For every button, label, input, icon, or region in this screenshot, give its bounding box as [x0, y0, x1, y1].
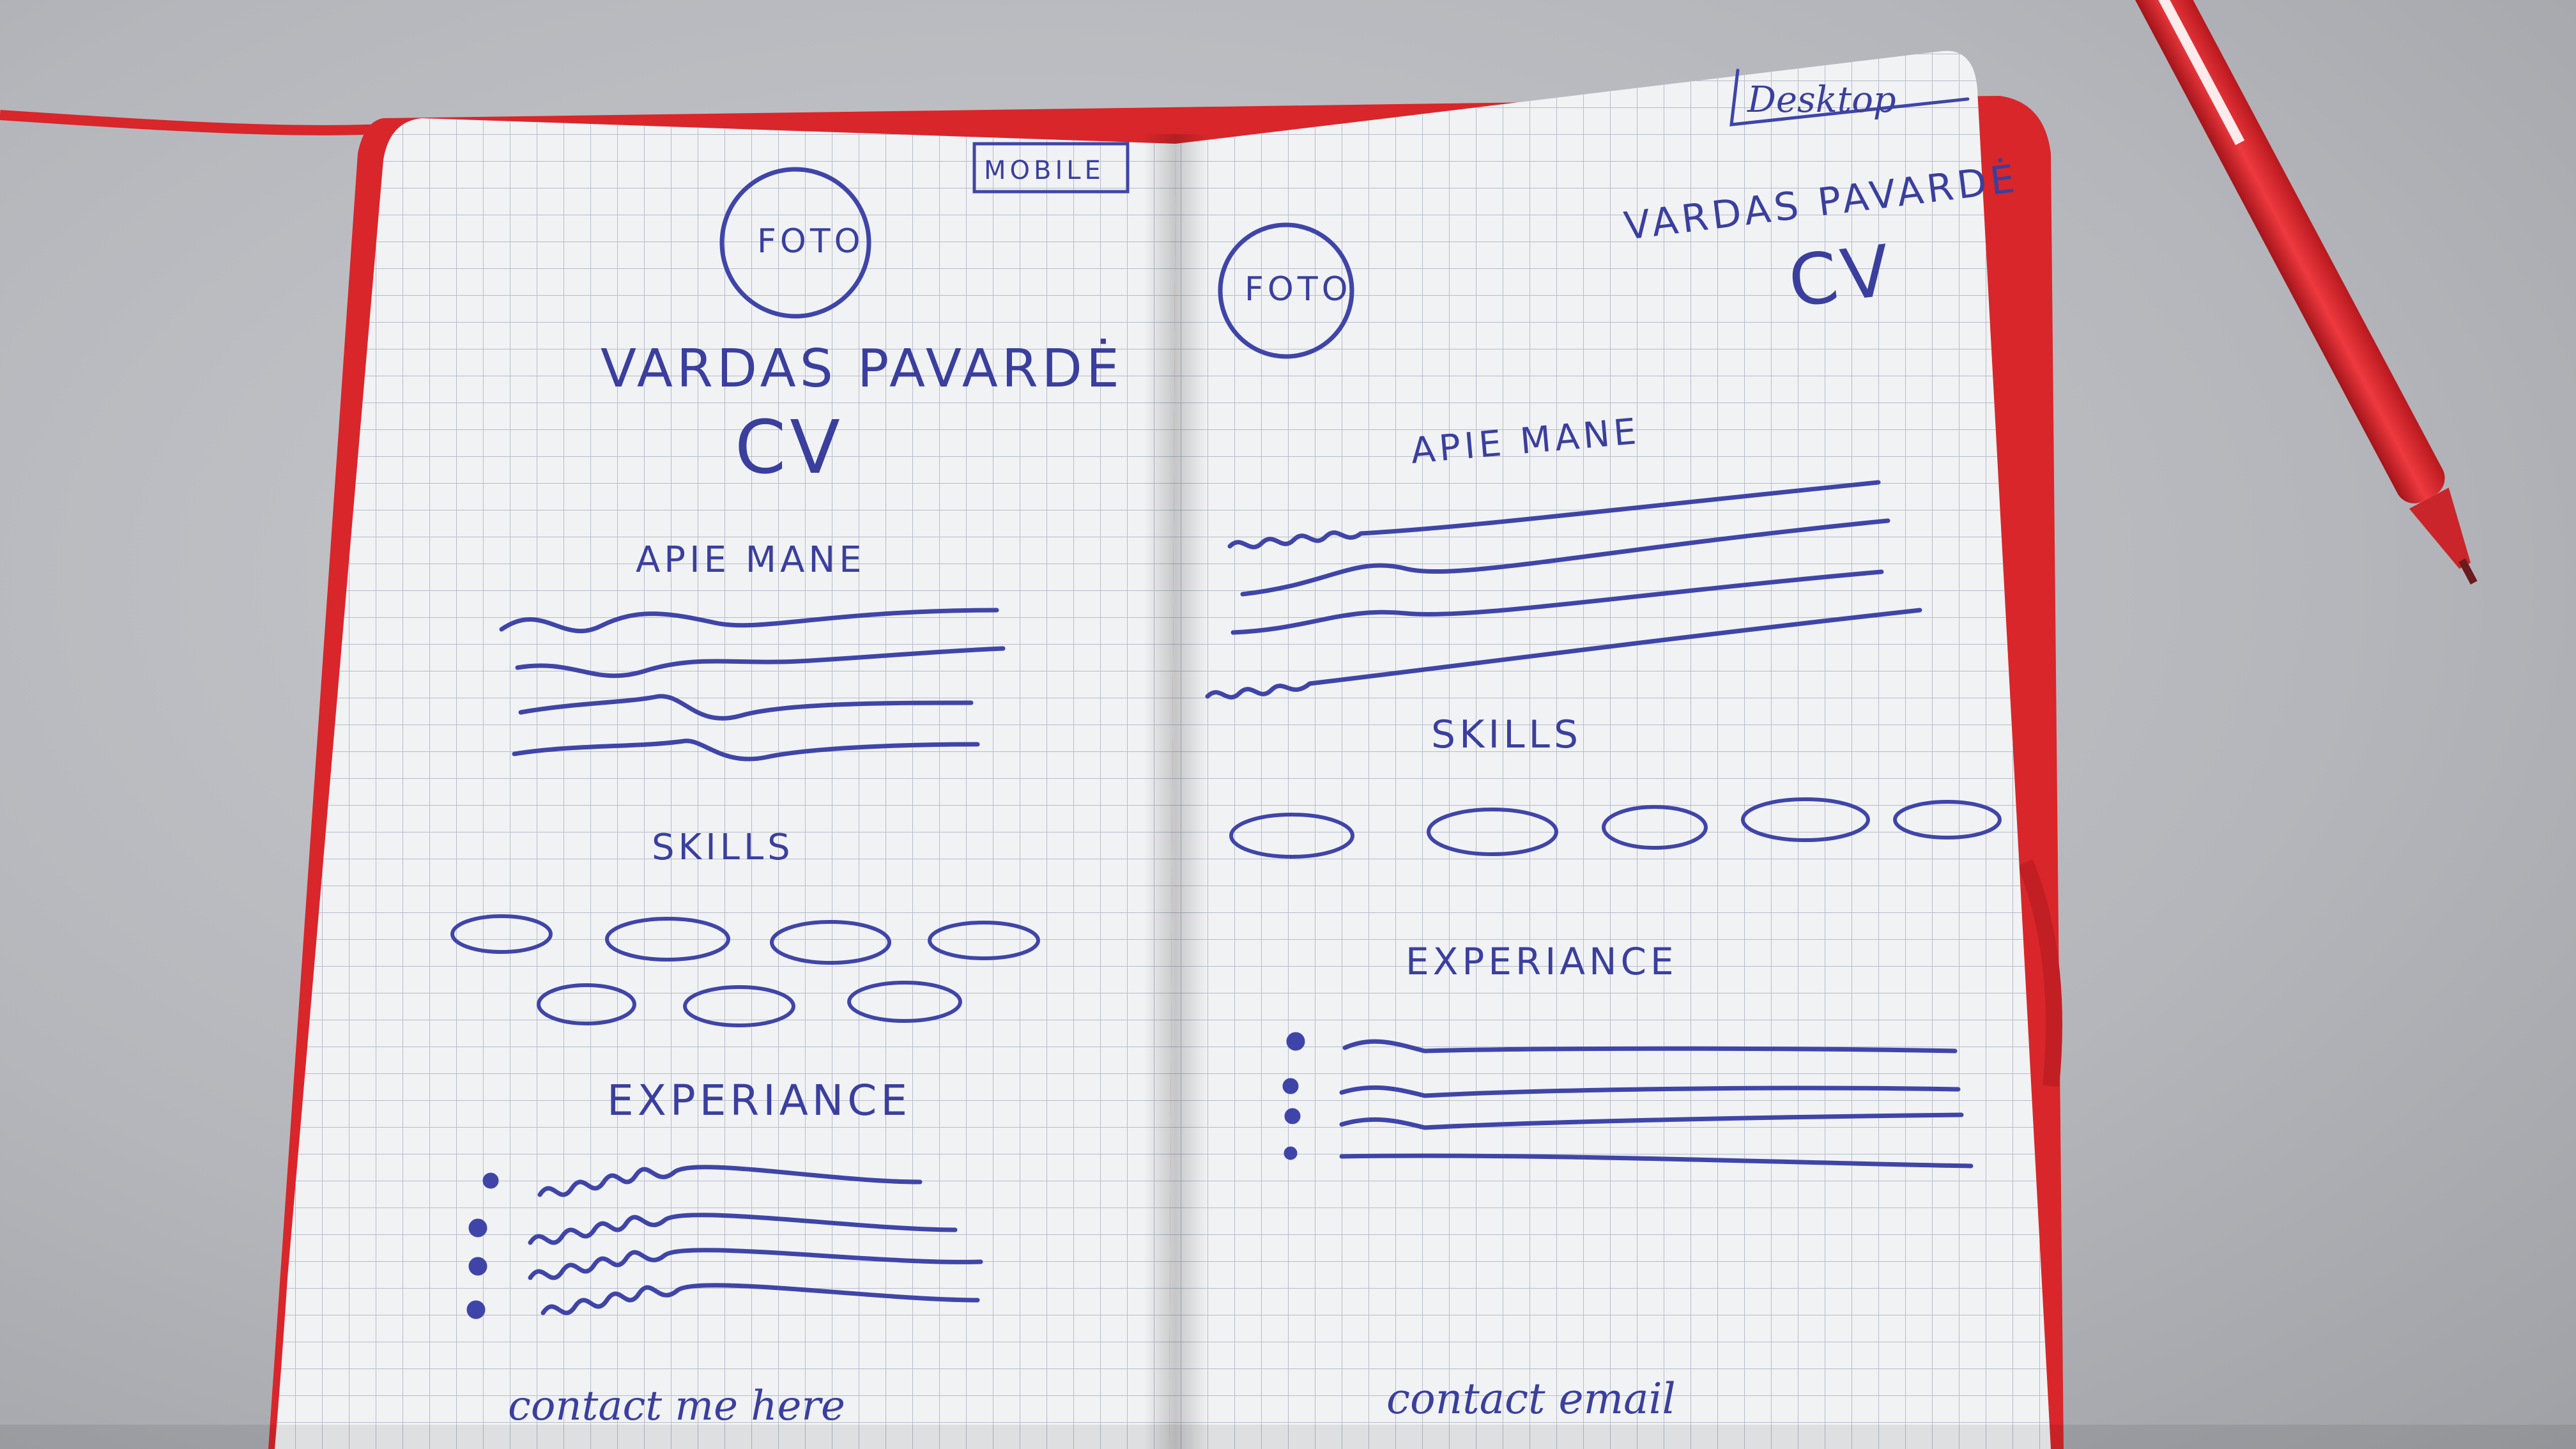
- skill-pill: [1741, 797, 1870, 842]
- skill-pill: [1893, 800, 2002, 839]
- bottom-shadow: [0, 1425, 2576, 1449]
- left-experience-heading: EXPERIANCE: [607, 1076, 911, 1125]
- right-about-text-lines: [1205, 480, 1922, 700]
- right-photo-label: FOTO: [1245, 270, 1352, 309]
- mobile-badge-box: [972, 142, 1130, 194]
- skill-pill: [450, 914, 553, 954]
- skill-pill: [605, 917, 730, 962]
- bullet-icon: [482, 1172, 499, 1189]
- right-cv: CV: [1784, 229, 1898, 323]
- desktop-badge-box: [1729, 68, 1970, 126]
- skill-pill: [1602, 805, 1708, 850]
- right-experience-list: [1282, 1032, 1974, 1169]
- mobile-sketch: MOBILE FOTO VARDAS PAVARDĖ CV APIE MANE …: [450, 142, 1130, 1430]
- right-footer: contact email: [1386, 1374, 1676, 1423]
- bullet-icon: [468, 1257, 487, 1276]
- bullet-icon: [1284, 1146, 1298, 1160]
- skill-pill: [1229, 813, 1354, 859]
- right-experience-heading: EXPERIANCE: [1406, 940, 1678, 983]
- desktop-badge: Desktop: [1747, 79, 1896, 121]
- bullet-icon: [1282, 1078, 1299, 1094]
- cover-edge-ribbon: [2017, 859, 2062, 1087]
- skill-pill: [683, 985, 795, 1027]
- bullet-icon: [1286, 1032, 1305, 1051]
- bullet-icon: [468, 1218, 487, 1238]
- red-pen: [2128, 0, 2478, 585]
- left-about-heading: APIE MANE: [636, 539, 866, 581]
- bullet-icon: [1284, 1108, 1301, 1124]
- skill-pill: [928, 921, 1040, 960]
- left-cv: CV: [735, 405, 844, 491]
- right-photo-circle: [1218, 222, 1354, 359]
- left-photo-circle: [719, 167, 871, 319]
- bullet-icon: [466, 1300, 486, 1319]
- skill-pill: [537, 983, 636, 1025]
- left-skills-heading: SKILLS: [652, 827, 794, 868]
- left-skill-pills: [450, 914, 1040, 1027]
- left-footer: contact me here: [508, 1383, 845, 1430]
- left-name: VARDAS PAVARDĖ: [601, 339, 1123, 399]
- right-skills-heading: SKILLS: [1431, 712, 1582, 757]
- skill-pill: [770, 920, 891, 965]
- bookmark-ribbon: [0, 110, 410, 135]
- skill-pill: [847, 981, 962, 1023]
- left-experience-list: [466, 1165, 983, 1319]
- right-skill-pills: [1229, 797, 2002, 859]
- left-about-text-lines: [499, 608, 1006, 762]
- mobile-badge: MOBILE: [984, 156, 1105, 185]
- spine-shadow: [1144, 134, 1208, 1449]
- skill-pill: [1427, 808, 1558, 856]
- left-photo-label: FOTO: [757, 222, 864, 261]
